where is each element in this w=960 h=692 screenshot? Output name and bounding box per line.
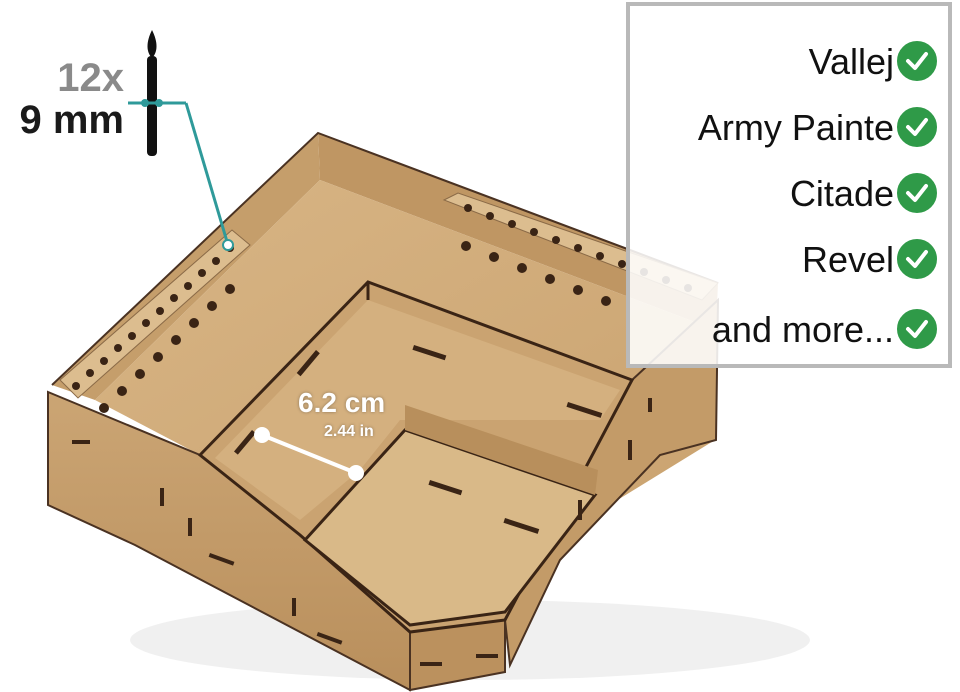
brand-item: and more...	[630, 304, 948, 354]
check-icon	[894, 306, 940, 352]
check-icon	[894, 170, 940, 216]
brand-label: Army Painte	[697, 107, 894, 148]
brand-item: Army Painte	[630, 102, 948, 152]
width-dimension-marker	[254, 427, 364, 481]
brand-item: Revel	[630, 234, 948, 284]
compatible-brands-panel: Vallej Army Painte Citade Revel and more…	[626, 2, 952, 368]
width-metric-label: 6.2 cm	[298, 387, 386, 418]
brand-item: Vallej	[630, 36, 948, 86]
width-imperial-label: 2.44 in	[324, 423, 374, 440]
brush-count-label: 12x	[57, 56, 124, 100]
left-brush-rack	[59, 229, 251, 413]
brand-label: and more...	[711, 309, 894, 350]
brand-label: Vallej	[808, 41, 894, 82]
panel-slots	[72, 344, 652, 666]
check-icon	[894, 104, 940, 150]
brand-item: Citade	[630, 168, 948, 218]
brush-callout-line	[184, 102, 230, 246]
brand-label: Revel	[801, 239, 894, 280]
check-icon	[894, 236, 940, 282]
brush-icon	[128, 30, 186, 156]
brush-size-label: 9 mm	[19, 98, 125, 142]
brand-label: Citade	[789, 173, 894, 214]
check-icon	[894, 38, 940, 84]
